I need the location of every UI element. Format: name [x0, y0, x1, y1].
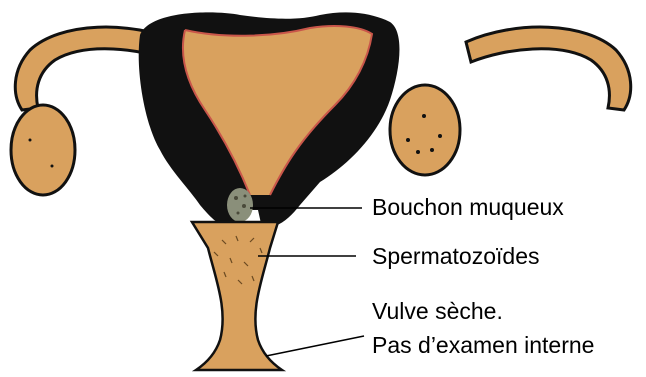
right-ovary	[390, 85, 460, 175]
mucus-plug	[227, 188, 253, 222]
right-fallopian-tube	[466, 27, 631, 110]
label-vulva-line2: Pas d’examen interne	[372, 332, 594, 360]
label-vulva-line1: Vulve sèche.	[372, 298, 503, 326]
label-sperm: Spermatozoïdes	[372, 243, 539, 271]
left-ovary	[11, 105, 75, 195]
label-mucus-plug: Bouchon muqueux	[372, 194, 564, 222]
vagina	[192, 222, 282, 370]
leader-vulva	[266, 336, 364, 356]
